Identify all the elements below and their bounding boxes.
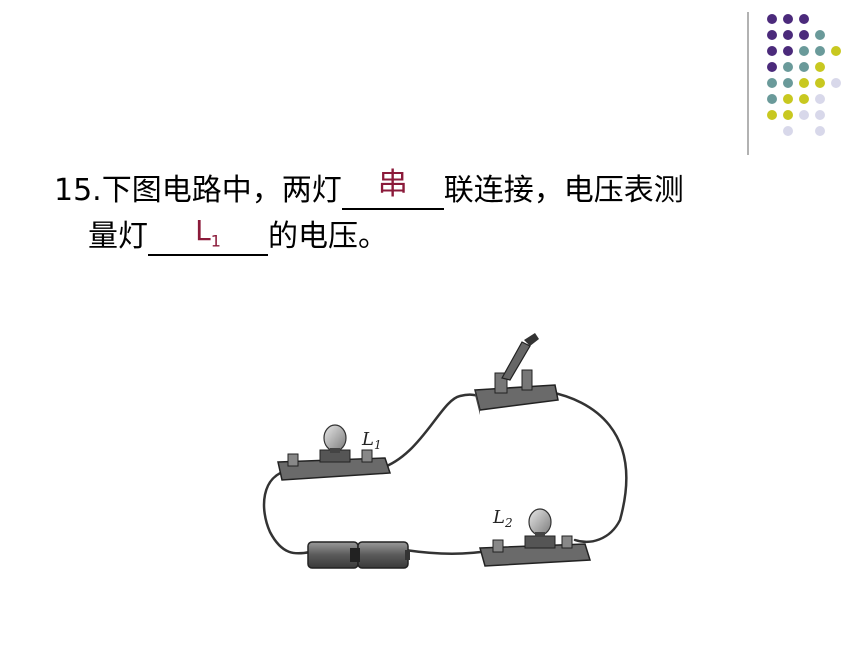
answer-2-base: L: [195, 214, 211, 247]
switch: [474, 333, 559, 415]
answer-2-subscript: 1: [210, 231, 221, 251]
circuit-diagram: L1 L2: [262, 333, 628, 569]
bulb-l1: [277, 424, 392, 481]
label-l2: L2: [492, 507, 513, 530]
question-text-part-1: 下图电路中，两灯: [101, 173, 342, 208]
bulb-l2: [479, 508, 592, 567]
decorative-dots: [767, 14, 841, 136]
answer-blank-2: L1: [148, 214, 268, 256]
question-number: 15.: [54, 173, 102, 208]
question-text-part-3: 量灯: [88, 219, 148, 254]
question-text-part-2: 联连接，电压表测: [443, 173, 684, 208]
question-text-part-4: 的电压。: [268, 219, 388, 254]
question-text: 15.下图电路中，两灯串联连接，电压表测 量灯 L1 的电压。: [54, 168, 814, 260]
answer-2: L1: [195, 214, 221, 251]
battery: [307, 541, 410, 569]
answer-blank-1: 串: [341, 168, 444, 210]
decorative-dot-grid: [747, 12, 841, 155]
label-l1: L1: [361, 429, 382, 452]
question-line-1: 15.下图电路中，两灯串联连接，电压表测: [54, 168, 814, 214]
answer-1: 串: [377, 167, 408, 202]
question-line-2: 量灯 L1 的电压。: [54, 214, 814, 260]
